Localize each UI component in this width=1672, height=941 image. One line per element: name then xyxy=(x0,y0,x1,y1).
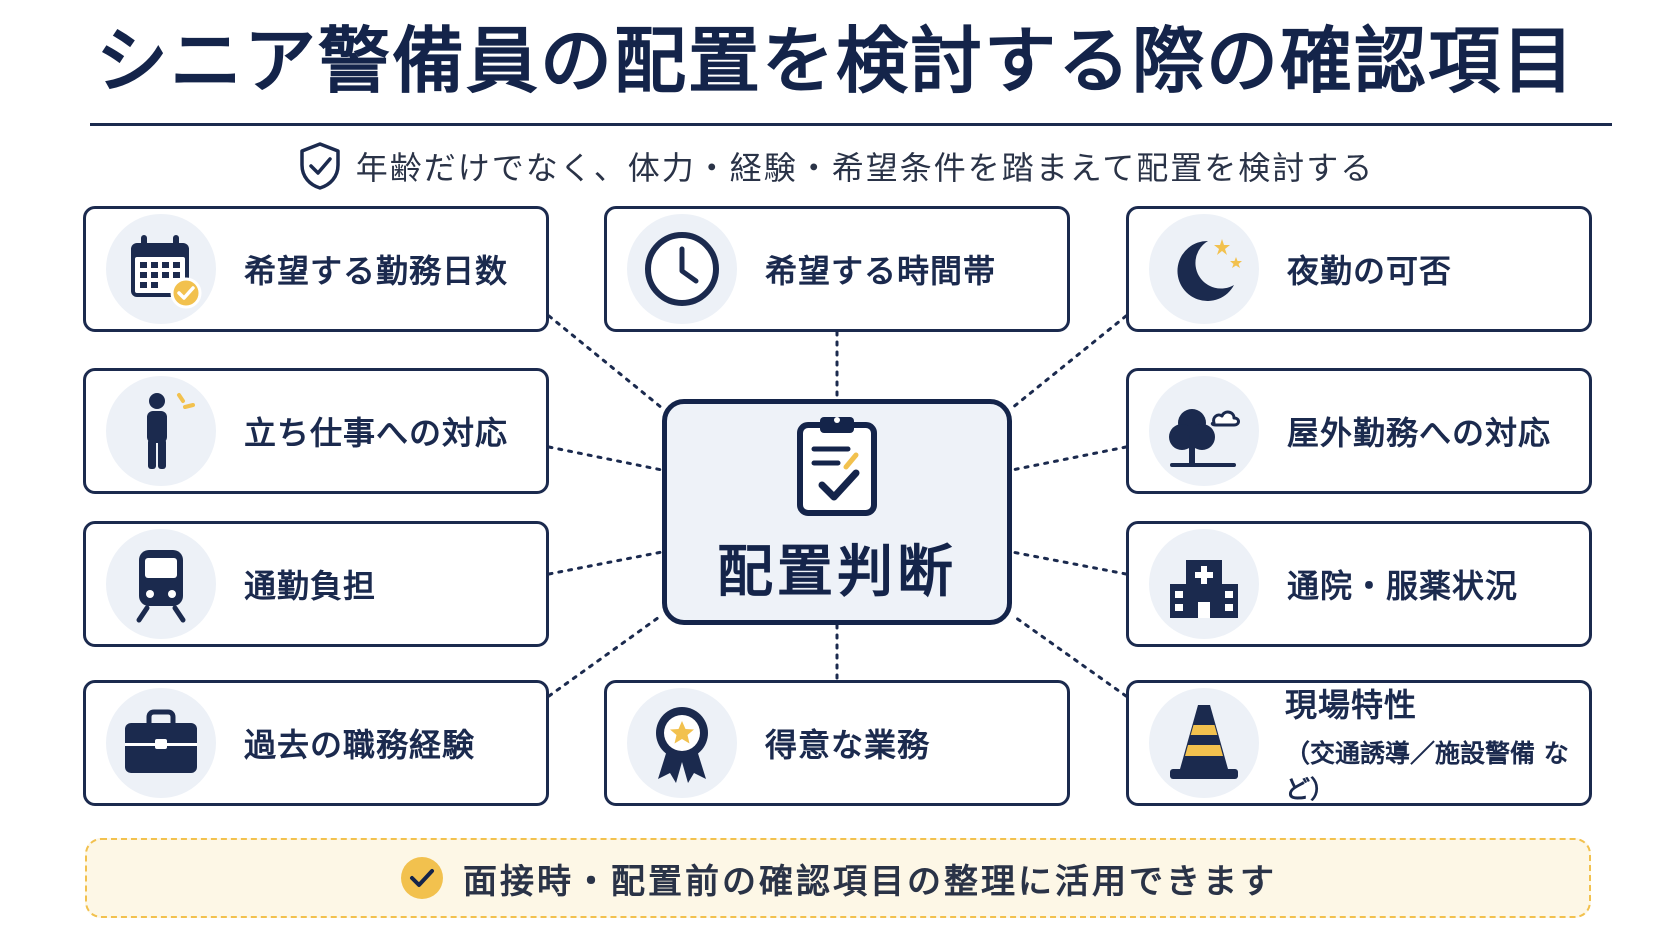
shield-check-icon xyxy=(300,142,340,190)
item-label-hospital: 通院・服薬状況 xyxy=(1287,567,1519,605)
title-divider xyxy=(90,123,1612,126)
item-card-experience: 過去の職務経験 xyxy=(83,680,549,806)
item-card-site: 現場特性 （交通誘導／施設警備 など） xyxy=(1126,680,1592,806)
item-label-commute: 通勤負担 xyxy=(244,567,377,605)
item-card-standing: 立ち仕事への対応 xyxy=(83,368,549,494)
item-label-experience: 過去の職務経験 xyxy=(244,726,476,764)
item-label-strengths: 得意な業務 xyxy=(765,726,931,764)
item-card-commute: 通勤負担 xyxy=(83,521,549,647)
item-label-standing: 立ち仕事への対応 xyxy=(244,414,509,452)
item-label-timeslot: 希望する時間帯 xyxy=(765,252,997,290)
item-sublabel-site: （交通誘導／施設警備 など） xyxy=(1285,739,1569,804)
item-card-strengths: 得意な業務 xyxy=(604,680,1070,806)
subtitle: 年齢だけでなく、体力・経験・希望条件を踏まえて配置を検討する xyxy=(355,149,1375,187)
subtitle-row: 年齢だけでなく、体力・経験・希望条件を踏まえて配置を検討する xyxy=(0,138,1672,194)
connector-outdoor xyxy=(1010,445,1128,472)
tree-cloud-icon xyxy=(1169,409,1240,467)
footer-text: 面接時・配置前の確認項目の整理に活用できます xyxy=(463,861,1277,902)
item-card-timeslot: 希望する時間帯 xyxy=(604,206,1070,332)
item-card-hospital: 通院・服薬状況 xyxy=(1126,521,1592,647)
item-card-workdays: 希望する勤務日数 xyxy=(83,206,549,332)
standing-person-icon xyxy=(147,393,195,469)
page-title: シニア警備員の配置を検討する際の確認項目 xyxy=(95,19,1576,103)
clipboard-check-icon xyxy=(797,416,877,516)
check-circle-icon xyxy=(401,857,443,899)
center-label: 配置判断 xyxy=(717,539,957,605)
hospital-icon xyxy=(1170,560,1238,618)
item-card-outdoor: 屋外勤務への対応 xyxy=(1126,368,1592,494)
item-label-outdoor: 屋外勤務への対応 xyxy=(1287,414,1552,452)
connector-standing xyxy=(547,445,664,472)
item-card-nightshift: 夜勤の可否 xyxy=(1126,206,1592,332)
calendar-check-icon xyxy=(131,235,202,309)
item-label-nightshift: 夜勤の可否 xyxy=(1287,252,1453,290)
connector-hospital xyxy=(1010,550,1128,576)
clock-icon xyxy=(645,232,719,306)
footer-note: 面接時・配置前の確認項目の整理に活用できます xyxy=(85,838,1591,918)
moon-stars-icon xyxy=(1177,239,1242,301)
train-icon xyxy=(136,550,186,623)
briefcase-icon xyxy=(125,709,197,773)
item-label-workdays: 希望する勤務日数 xyxy=(244,252,509,290)
traffic-cone-icon xyxy=(1170,705,1238,779)
item-label-site: 現場特性 xyxy=(1285,686,1418,724)
connector-commute xyxy=(547,550,664,576)
center-hub: 配置判断 xyxy=(662,399,1012,625)
award-ribbon-icon xyxy=(656,707,708,783)
